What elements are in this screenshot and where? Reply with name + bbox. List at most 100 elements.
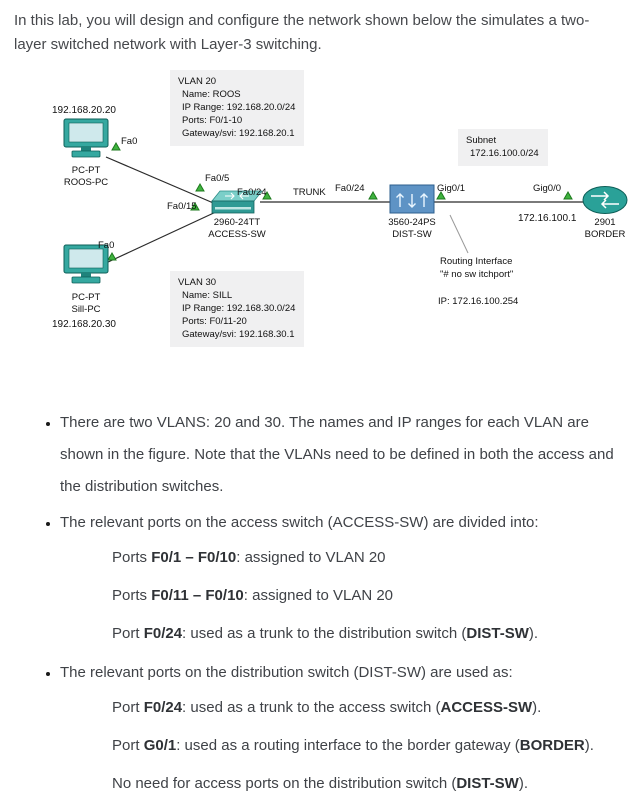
border-name: BORDER: [584, 228, 626, 240]
sillpc-type: PC-PT: [71, 292, 101, 303]
text-run: Port: [112, 699, 144, 716]
vlan30-ip-range: IP Range: 192.168.30.0/24: [182, 303, 296, 314]
bold-run: ACCESS-SW: [440, 699, 533, 716]
switch-3560-icon: [389, 184, 435, 214]
vlan20-info-box: VLAN 20 Name: ROOS IP Range: 192.168.20.…: [170, 70, 305, 146]
text-run: : used as a trunk to the distribution sw…: [182, 625, 467, 642]
roospc-device-label: PC-PT ROOS-PC: [64, 165, 108, 188]
routing-note-ip: IP: 172.16.100.254: [438, 296, 519, 307]
accesssw-device-label: 2960-24TT ACCESS-SW: [208, 217, 266, 240]
border-interface-ip-label: 172.16.100.1: [518, 213, 577, 224]
roospc-name: ROOS-PC: [63, 176, 109, 188]
link-roospc-accesssw: [105, 156, 219, 206]
sillpc-name: Sill-PC: [71, 303, 101, 315]
vlan20-name: Name: ROOS: [182, 89, 241, 100]
link-status-icon: [368, 190, 378, 200]
text-run: : used as a routing interface to the bor…: [176, 737, 520, 754]
sillpc-port-label: Fa0: [98, 240, 115, 251]
text-run: ).: [518, 775, 529, 792]
accesssw-name: ACCESS-SW: [208, 228, 266, 240]
network-diagram-canvas: [63, 118, 628, 284]
link-status-icon: [195, 182, 205, 192]
bullet-access-head: The relevant ports on the access switch …: [60, 514, 539, 531]
bold-run: DIST-SW: [456, 775, 519, 792]
vlan30-ports: Ports: F0/11-20: [182, 316, 247, 327]
bullet-distribution-switch: The relevant ports on the distribution s…: [60, 657, 624, 803]
routing-note-pointer-line: [449, 214, 469, 254]
accesssw-model: 2960-24TT: [213, 217, 261, 228]
vlan30-gateway: Gateway/svi: 192.168.30.1: [182, 329, 295, 340]
intro-paragraph: In this lab, you will design and configu…: [14, 12, 590, 53]
bold-run: DIST-SW: [466, 625, 529, 642]
dist-sub-2: Port G0/1: used as a routing interface t…: [112, 727, 624, 765]
text-run: ).: [528, 625, 539, 642]
link-status-icon: [262, 190, 272, 200]
text-run: ).: [532, 699, 542, 716]
border-model: 2901: [594, 217, 616, 228]
bold-run: G0/1: [143, 737, 177, 754]
routing-note-line1: Routing Interface: [440, 256, 513, 267]
text-run: Port: [112, 625, 144, 642]
vlan20-ports: Ports: F0/1-10: [182, 115, 243, 126]
text-run: : assigned to VLAN 20: [243, 587, 394, 604]
text-run: No need for access ports on the distribu…: [112, 775, 457, 792]
instruction-list: There are two VLANS: 20 and 30. The name…: [0, 407, 624, 803]
accesssw-port-fa024-label: Fa0/24: [237, 187, 267, 198]
text-run: Port: [112, 737, 144, 754]
link-status-icon: [190, 201, 200, 211]
trunk-label: TRUNK: [293, 187, 326, 198]
vlan30-info-box: VLAN 30 Name: SILL IP Range: 192.168.30.…: [170, 271, 305, 347]
roospc-ip-label: 192.168.20.20: [52, 105, 116, 116]
border-port-gig00-label: Gig0/0: [533, 183, 561, 194]
bullet-dist-head: The relevant ports on the distribution s…: [60, 664, 513, 681]
vlan30-title: VLAN 30: [178, 277, 217, 288]
vlan20-ip-range: IP Range: 192.168.20.0/24: [182, 102, 296, 113]
access-sub-1: Ports F0/1 – F0/10: assigned to VLAN 20: [112, 539, 624, 577]
subnet-title: Subnet: [466, 135, 497, 146]
bullet-vlans-text: There are two VLANS: 20 and 30. The name…: [60, 414, 614, 495]
bold-run: BORDER: [519, 737, 585, 754]
dist-sub-3: No need for access ports on the distribu…: [112, 765, 624, 803]
network-diagram: VLAN 20 Name: ROOS IP Range: 192.168.20.…: [0, 65, 644, 377]
bold-run: F0/24: [143, 625, 183, 642]
bullet-vlans: There are two VLANS: 20 and 30. The name…: [60, 407, 624, 503]
distsw-device-label: 3560-24PS DIST-SW: [388, 217, 436, 240]
text-run: : assigned to VLAN 20: [236, 549, 386, 566]
accesssw-port-fa015-label: Fa0/15: [167, 201, 197, 212]
distsw-name: DIST-SW: [392, 228, 432, 240]
sillpc-device-label: PC-PT Sill-PC: [71, 292, 100, 315]
router-2901-icon: [582, 186, 628, 214]
sillpc-ip-label: 192.168.20.30: [52, 319, 116, 330]
pc-icon-roos: [63, 118, 109, 158]
text-run: Ports: [112, 587, 152, 604]
roospc-type: PC-PT: [71, 165, 101, 176]
distsw-port-fa024-label: Fa0/24: [335, 183, 365, 194]
subnet-value: 172.16.100.0/24: [470, 148, 539, 159]
distsw-port-gig01-label: Gig0/1: [437, 183, 465, 194]
text-run: ).: [584, 737, 594, 754]
vlan20-gateway: Gateway/svi: 192.168.20.1: [182, 128, 295, 139]
access-sub-3: Port F0/24: used as a trunk to the distr…: [112, 615, 624, 653]
link-status-icon: [436, 190, 446, 200]
link-status-icon: [111, 141, 121, 151]
link-status-icon: [107, 251, 117, 261]
distsw-model: 3560-24PS: [388, 217, 436, 228]
subnet-info-box: Subnet 172.16.100.0/24: [458, 129, 548, 166]
text-run: : used as a trunk to the access switch (: [182, 699, 441, 716]
border-device-label: 2901 BORDER: [585, 217, 626, 240]
dist-sub-1: Port F0/24: used as a trunk to the acces…: [112, 689, 624, 727]
link-sillpc-accesssw: [105, 210, 219, 264]
bold-run: F0/11 – F0/10: [151, 587, 244, 604]
vlan30-name: Name: SILL: [182, 290, 233, 301]
switch-2960-icon: [211, 190, 263, 214]
roospc-port-label: Fa0: [121, 136, 138, 147]
routing-note-line2: "# no sw itchport": [440, 269, 514, 280]
bullet-access-switch: The relevant ports on the access switch …: [60, 507, 624, 653]
access-sub-2: Ports F0/11 – F0/10: assigned to VLAN 20: [112, 577, 624, 615]
link-status-icon: [563, 190, 573, 200]
accesssw-port-fa05-label: Fa0/5: [205, 173, 230, 184]
pc-icon-sill: [63, 244, 109, 284]
vlan20-title: VLAN 20: [178, 76, 217, 87]
text-run: Ports: [112, 549, 152, 566]
